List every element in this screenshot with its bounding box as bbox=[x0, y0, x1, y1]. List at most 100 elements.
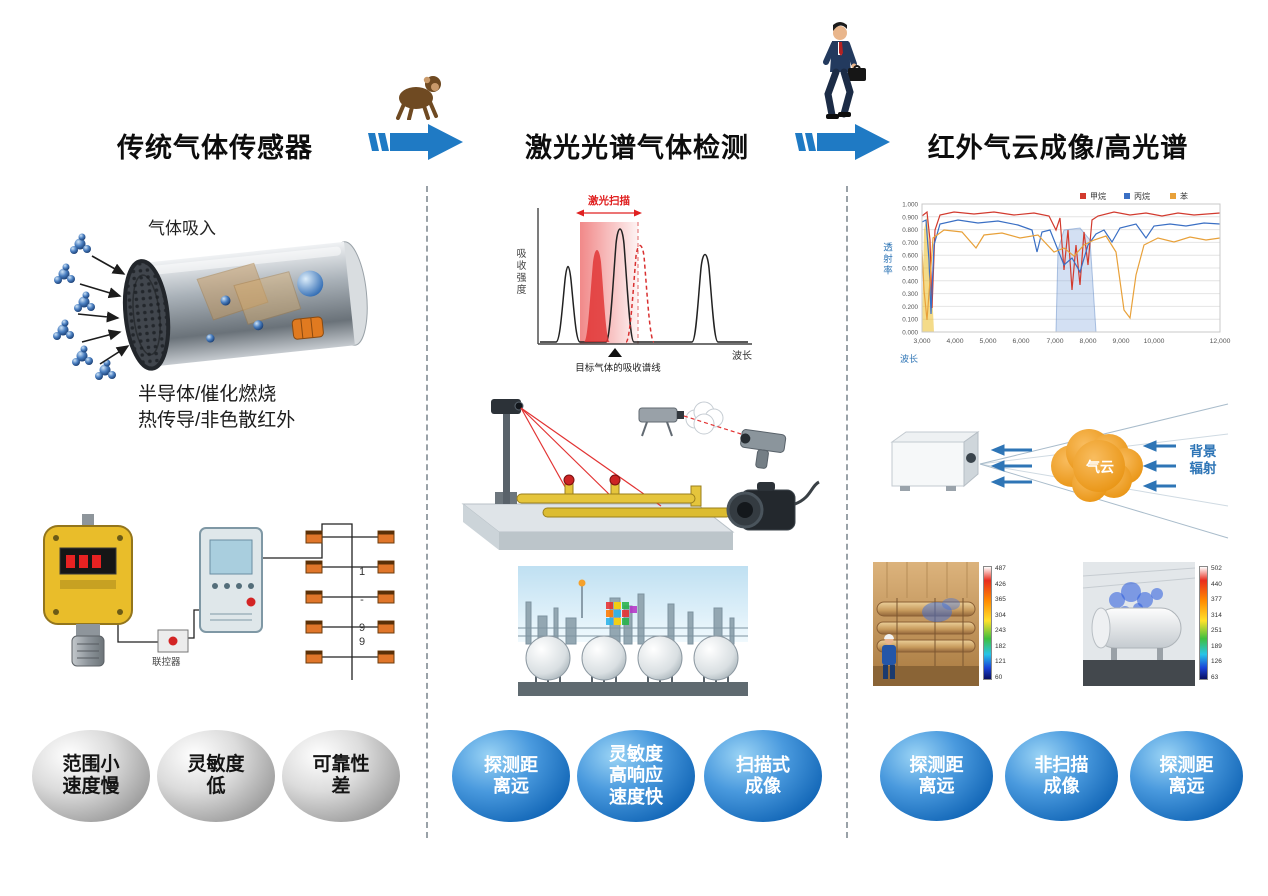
chart-legend: 甲烷 丙烷 苯 bbox=[1080, 191, 1188, 201]
address-range-label: 1 - 99 bbox=[356, 566, 368, 650]
feature-bubble: 扫描式 成像 bbox=[704, 730, 822, 822]
feature-bubble: 探测距 离远 bbox=[880, 731, 993, 821]
thermal-colorbar-ticks: 502 440 377 314 251 189 126 63 bbox=[1211, 562, 1222, 681]
transmittance-axis-label: 透射率 bbox=[881, 242, 892, 277]
scanned-peak bbox=[625, 244, 655, 343]
feature-bubble-text: 灵敏度 高响应 速度快 bbox=[609, 744, 663, 807]
colorbar-tick: 502 bbox=[1211, 565, 1222, 572]
svg-text:6,000: 6,000 bbox=[1012, 338, 1029, 345]
column-title-infrared: 红外气云成像/高光谱 bbox=[927, 133, 1189, 163]
colorbar-tick: 440 bbox=[1211, 580, 1222, 588]
gas-intake-label: 气体吸入 bbox=[148, 219, 216, 238]
colorbar-tick: 314 bbox=[1211, 611, 1222, 619]
refinery-photo bbox=[518, 566, 748, 696]
target-absorption-annotation: 目标气体的吸收谱线 bbox=[575, 362, 661, 374]
svg-text:0.100: 0.100 bbox=[902, 317, 918, 324]
feature-bubble: 灵敏度 高响应 速度快 bbox=[577, 730, 695, 822]
gas-molecules bbox=[53, 233, 116, 380]
colorbar-tick: 126 bbox=[1211, 658, 1222, 666]
feature-bubble: 探测距 离远 bbox=[452, 730, 570, 822]
gas-cloud-imaging-illustration: 气云 bbox=[890, 403, 1229, 539]
svg-text:10,000: 10,000 bbox=[1144, 338, 1165, 345]
svg-text:0.800: 0.800 bbox=[902, 227, 918, 234]
gas-overlay-pixels bbox=[606, 602, 637, 625]
colorbar-tick: 60 bbox=[995, 673, 1003, 681]
column-divider bbox=[846, 186, 848, 838]
laser-spectrum-chart: 激光扫描 目标气体的吸收谱线 波长 bbox=[537, 194, 752, 374]
feature-bubble-text: 非扫描 成像 bbox=[1034, 754, 1089, 796]
gas-cloud-label: 气云 bbox=[1085, 459, 1114, 475]
wiring bbox=[117, 523, 378, 680]
controller-label: 联控器 bbox=[152, 657, 181, 668]
background-radiation-arrows bbox=[1142, 440, 1176, 492]
laser-beams bbox=[520, 407, 662, 507]
svg-text:5,000: 5,000 bbox=[979, 338, 996, 345]
gas-leak-cloud bbox=[685, 401, 724, 435]
thermal-image-left: 487 426 365 304 243 182 121 60 bbox=[873, 562, 1015, 686]
wavelength-axis-label: 波长 bbox=[900, 353, 918, 364]
junction-box bbox=[157, 629, 189, 653]
absorption-line bbox=[540, 228, 748, 343]
svg-text:0.600: 0.600 bbox=[902, 253, 918, 260]
absorption-axis-label: 吸收强度 bbox=[514, 248, 525, 296]
feature-bubble: 灵敏度 低 bbox=[157, 730, 275, 822]
feature-bubble: 可靠性 差 bbox=[282, 730, 400, 822]
remote-detectors bbox=[305, 530, 395, 664]
gas-cloud: 气云 bbox=[1051, 429, 1143, 502]
feature-bubble-text: 灵敏度 低 bbox=[187, 753, 245, 797]
fixed-laser-camera bbox=[726, 480, 820, 531]
feature-bubble: 非扫描 成像 bbox=[1005, 731, 1118, 821]
thermal-colorbar bbox=[1199, 566, 1208, 680]
colorbar-tick: 243 bbox=[995, 627, 1006, 635]
legend-item: 丙烷 bbox=[1134, 191, 1150, 201]
infrared-camera bbox=[890, 431, 980, 491]
feature-bubble: 探测距 离远 bbox=[1130, 731, 1243, 821]
thermal-photo-tank bbox=[1083, 562, 1195, 686]
portable-gas-camera bbox=[740, 429, 787, 469]
svg-text:0.900: 0.900 bbox=[902, 214, 918, 221]
column-divider bbox=[426, 186, 428, 838]
feature-bubble-text: 扫描式 成像 bbox=[736, 754, 790, 796]
gas-detector-device bbox=[43, 514, 133, 667]
svg-text:0.700: 0.700 bbox=[902, 240, 918, 247]
propane-line bbox=[921, 219, 1221, 315]
controller-panel bbox=[199, 527, 263, 633]
svg-text:0.200: 0.200 bbox=[902, 304, 918, 311]
thermal-photo-pipes bbox=[873, 562, 979, 686]
laser-scan-label: 激光扫描 bbox=[588, 194, 630, 207]
wavelength-axis-label: 波长 bbox=[732, 349, 752, 362]
thermal-colorbar-ticks: 487 426 365 304 243 182 121 60 bbox=[995, 562, 1006, 681]
businessman-icon bbox=[823, 22, 866, 119]
sensor-type-caption: 半导体/催化燃烧 热传导/非色散红外 bbox=[138, 384, 296, 431]
x-axis-ticks: 3,000 4,000 5,000 6,000 7,000 8,000 9,00… bbox=[913, 338, 1230, 345]
sensor-cylinder bbox=[122, 241, 368, 371]
detector-network-illustration bbox=[43, 514, 395, 680]
svg-text:0.400: 0.400 bbox=[902, 278, 918, 285]
colorbar-tick: 189 bbox=[1211, 642, 1222, 650]
svg-text:4,000: 4,000 bbox=[946, 338, 963, 345]
colorbar-tick: 304 bbox=[995, 611, 1006, 619]
svg-text:0.500: 0.500 bbox=[902, 266, 918, 273]
column-title-laser: 激光光谱气体检测 bbox=[525, 133, 749, 163]
feature-bubble-text: 范围小 速度慢 bbox=[62, 753, 120, 797]
intake-arrows bbox=[77, 255, 130, 365]
legend-item: 苯 bbox=[1180, 191, 1188, 201]
target-marker-icon bbox=[608, 348, 622, 357]
colorbar-tick: 63 bbox=[1211, 673, 1219, 681]
laser-peak bbox=[584, 250, 610, 342]
colorbar-tick: 487 bbox=[995, 565, 1006, 572]
colorbar-tick: 426 bbox=[995, 580, 1006, 588]
svg-text:9,000: 9,000 bbox=[1112, 338, 1129, 345]
legend-item: 甲烷 bbox=[1090, 191, 1106, 201]
storage-spheres bbox=[525, 635, 739, 686]
gridlines bbox=[922, 216, 1220, 320]
colorbar-tick: 365 bbox=[995, 596, 1006, 604]
svg-text:3,000: 3,000 bbox=[913, 338, 930, 345]
laser-scene-illustration bbox=[461, 399, 820, 550]
feature-bubble-text: 探测距 离远 bbox=[484, 754, 538, 796]
thermal-colorbar bbox=[983, 566, 992, 680]
feature-bubble: 范围小 速度慢 bbox=[32, 730, 150, 822]
colorbar-tick: 251 bbox=[1211, 627, 1222, 635]
svg-text:7,000: 7,000 bbox=[1046, 338, 1063, 345]
